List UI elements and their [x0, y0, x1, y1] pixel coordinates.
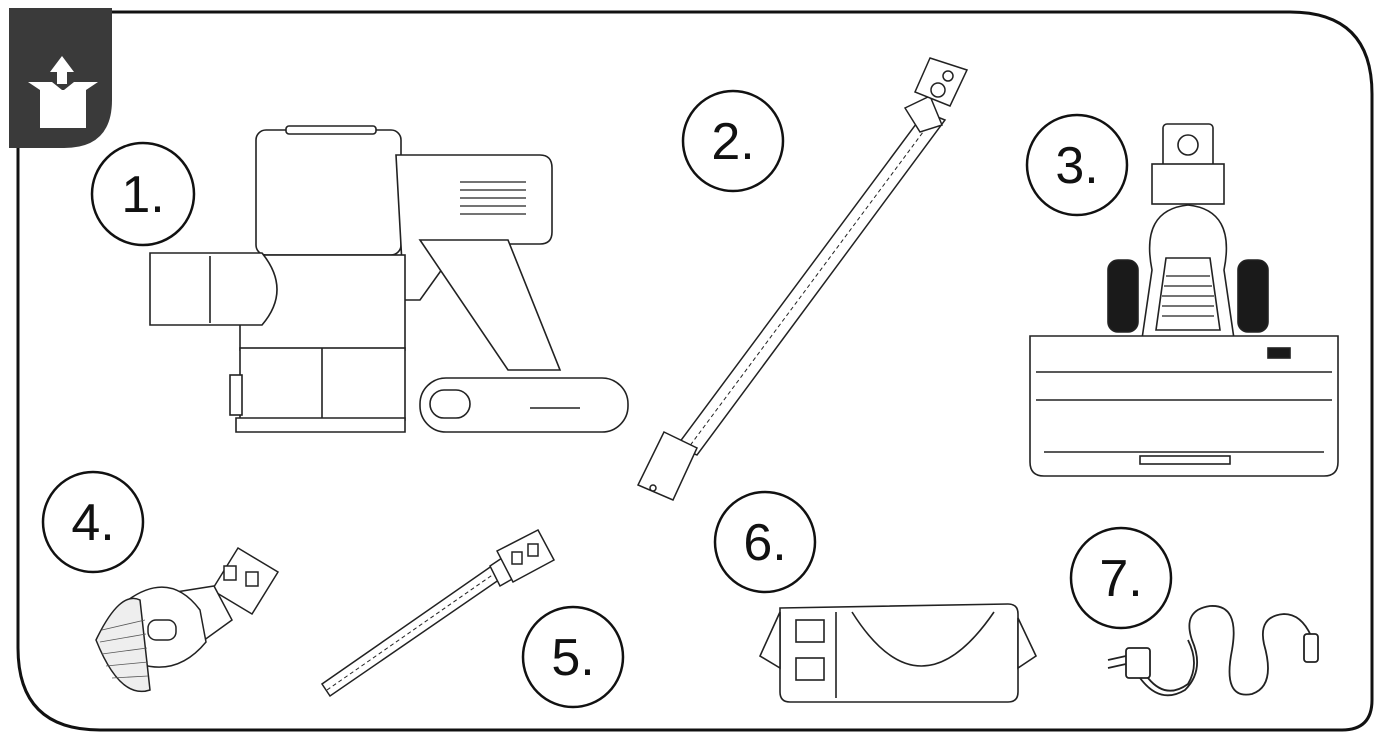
item-4-marker: 4. — [43, 472, 143, 572]
item-7-marker: 7. — [1071, 528, 1171, 628]
crevice-tool-icon — [322, 530, 554, 696]
item-4-label: 4. — [71, 494, 114, 552]
item-1-marker: 1. — [92, 143, 194, 245]
item-5-marker: 5. — [523, 607, 623, 707]
item-6-label: 6. — [743, 514, 786, 572]
dusting-brush-icon — [96, 548, 278, 691]
unbox-icon — [9, 8, 112, 148]
item-2-marker: 2. — [683, 91, 783, 191]
item-2-label: 2. — [711, 113, 754, 171]
wall-mount-icon — [760, 604, 1036, 702]
item-3-label: 3. — [1055, 137, 1098, 195]
item-6-marker: 6. — [715, 492, 815, 592]
item-5-label: 5. — [551, 629, 594, 687]
handheld-vacuum-icon — [150, 126, 628, 432]
item-1-label: 1. — [121, 166, 164, 224]
item-7-label: 7. — [1099, 550, 1142, 608]
item-3-marker: 3. — [1027, 115, 1127, 215]
